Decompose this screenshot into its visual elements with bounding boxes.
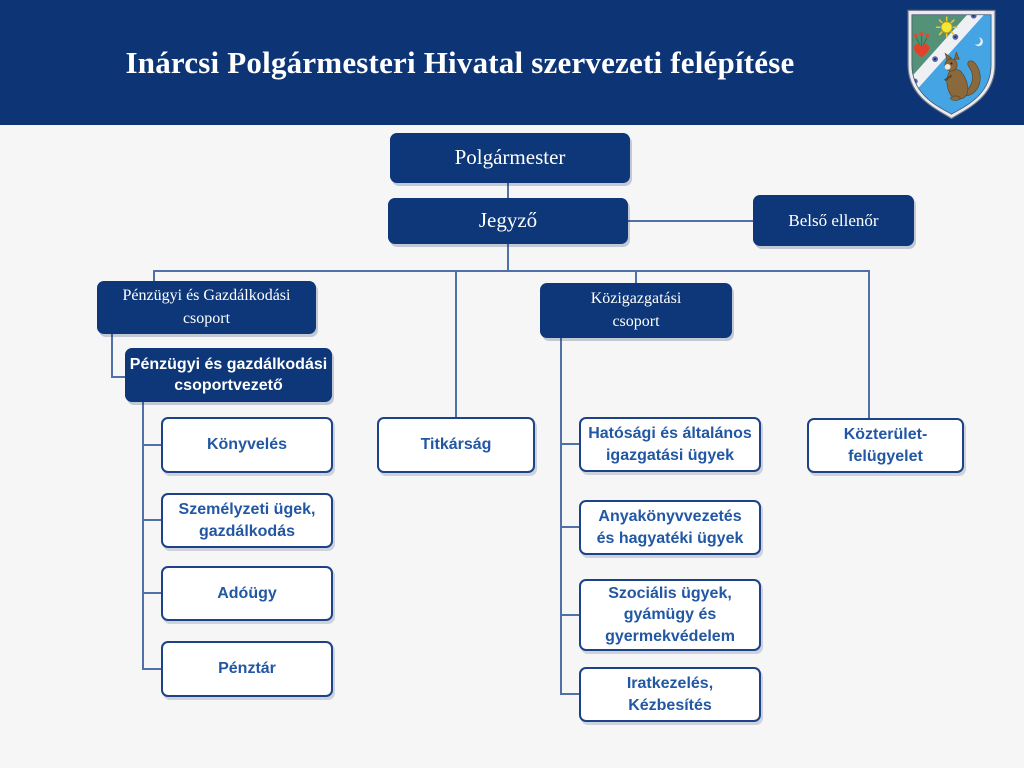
connector-rail-kozterulet	[868, 270, 870, 418]
heart-flowers-icon	[913, 32, 930, 58]
squirrel-icon	[944, 51, 981, 101]
connector-polgarmester-jegyzo	[507, 183, 509, 198]
org-node-jegyzo: Jegyző	[388, 198, 628, 244]
crescent-moon-icon	[972, 36, 983, 47]
org-node-polgarmester: Polgármester	[390, 133, 630, 183]
connector-penzugyi-vezeto-v	[111, 334, 113, 378]
connector-kozig-rail	[560, 338, 562, 695]
org-node-kozigazgatasi-csoport: Közigazgatási csoport	[540, 283, 732, 338]
org-node-penztar-label: Pénztár	[218, 660, 276, 678]
org-node-szemelyzeti-label: Személyzeti ügek, gazdálkodás	[178, 501, 316, 540]
org-node-polgarmester-label: Polgármester	[454, 145, 566, 170]
connector-stub-anyakonyv	[560, 526, 580, 528]
connector-stub-penztar	[142, 668, 162, 670]
org-node-titkarsag: Titkárság	[377, 417, 535, 473]
connector-stub-hatosagi	[560, 443, 580, 445]
org-node-iratkezeles-label: Iratkezelés, Kézbesítés	[626, 675, 714, 714]
org-node-penzugyi-vezeto-label: Pénzügyi és gazdálkodási csoportvezető	[129, 355, 328, 394]
connector-rail-titkarsag	[455, 270, 457, 417]
org-node-szocialis-label: Szociális ügyek, gyámügy és gyermekvédel…	[605, 585, 735, 645]
org-node-adougy-label: Adóügy	[217, 584, 277, 602]
org-node-konyveles-label: Könyvelés	[206, 436, 288, 454]
org-node-hatosagi-label: Hatósági és általános igazgatási ügyek	[588, 425, 752, 464]
org-node-penzugyi-csoport-label: Pénzügyi és Gazdálkodási csoport	[122, 287, 291, 327]
org-node-titkarsag-label: Titkárság	[420, 436, 492, 454]
org-node-kozigazgatasi-csoport-label: Közigazgatási csoport	[590, 290, 682, 330]
org-node-penztar: Pénztár	[161, 641, 333, 697]
org-node-konyveles: Könyvelés	[161, 417, 333, 473]
connector-stub-adougy	[142, 592, 162, 594]
org-node-hatosagi: Hatósági és általános igazgatási ügyek	[579, 417, 761, 472]
page-title: Inárcsi Polgármesteri Hivatal szervezeti…	[125, 44, 795, 80]
org-node-adougy: Adóügy	[161, 566, 333, 621]
sun-icon	[935, 16, 958, 39]
connector-stub-szocialis	[560, 614, 580, 616]
org-node-anyakonyv-label: Anyakönyvvezetés és hagyatéki ügyek	[596, 508, 744, 547]
org-node-szocialis: Szociális ügyek, gyámügy és gyermekvédel…	[579, 579, 761, 651]
org-node-iratkezeles: Iratkezelés, Kézbesítés	[579, 667, 761, 722]
org-node-kozterulet: Közterület- felügyelet	[807, 418, 964, 473]
connector-stub-konyveles	[142, 444, 162, 446]
connector-rail-penzugyi	[153, 270, 155, 282]
org-node-belso-ellenor: Belső ellenőr	[753, 195, 914, 246]
org-node-anyakonyv: Anyakönyvvezetés és hagyatéki ügyek	[579, 500, 761, 555]
connector-main-rail	[153, 270, 870, 272]
connector-rail-kozigazgatasi	[635, 270, 637, 284]
connector-stub-iratkezeles	[560, 693, 580, 695]
connector-penzugyi-vezeto-h	[111, 376, 126, 378]
org-node-penzugyi-vezeto: Pénzügyi és gazdálkodási csoportvezető	[125, 348, 332, 402]
org-node-penzugyi-csoport: Pénzügyi és Gazdálkodási csoport	[97, 281, 316, 334]
org-node-szemelyzeti: Személyzeti ügek, gazdálkodás	[161, 493, 333, 548]
org-node-kozterulet-label: Közterület- felügyelet	[843, 426, 928, 465]
header-band: Inárcsi Polgármesteri Hivatal szervezeti…	[0, 0, 1024, 125]
coat-of-arms	[907, 9, 996, 119]
connector-stub-szemelyzeti	[142, 519, 162, 521]
org-node-belso-ellenor-label: Belső ellenőr	[788, 210, 879, 230]
connector-vezeto-rail	[142, 402, 144, 670]
org-node-jegyzo-label: Jegyző	[478, 208, 538, 233]
connector-jegyzo-belso-ellenor	[628, 220, 753, 222]
connector-jegyzo-rail-drop	[507, 244, 509, 272]
